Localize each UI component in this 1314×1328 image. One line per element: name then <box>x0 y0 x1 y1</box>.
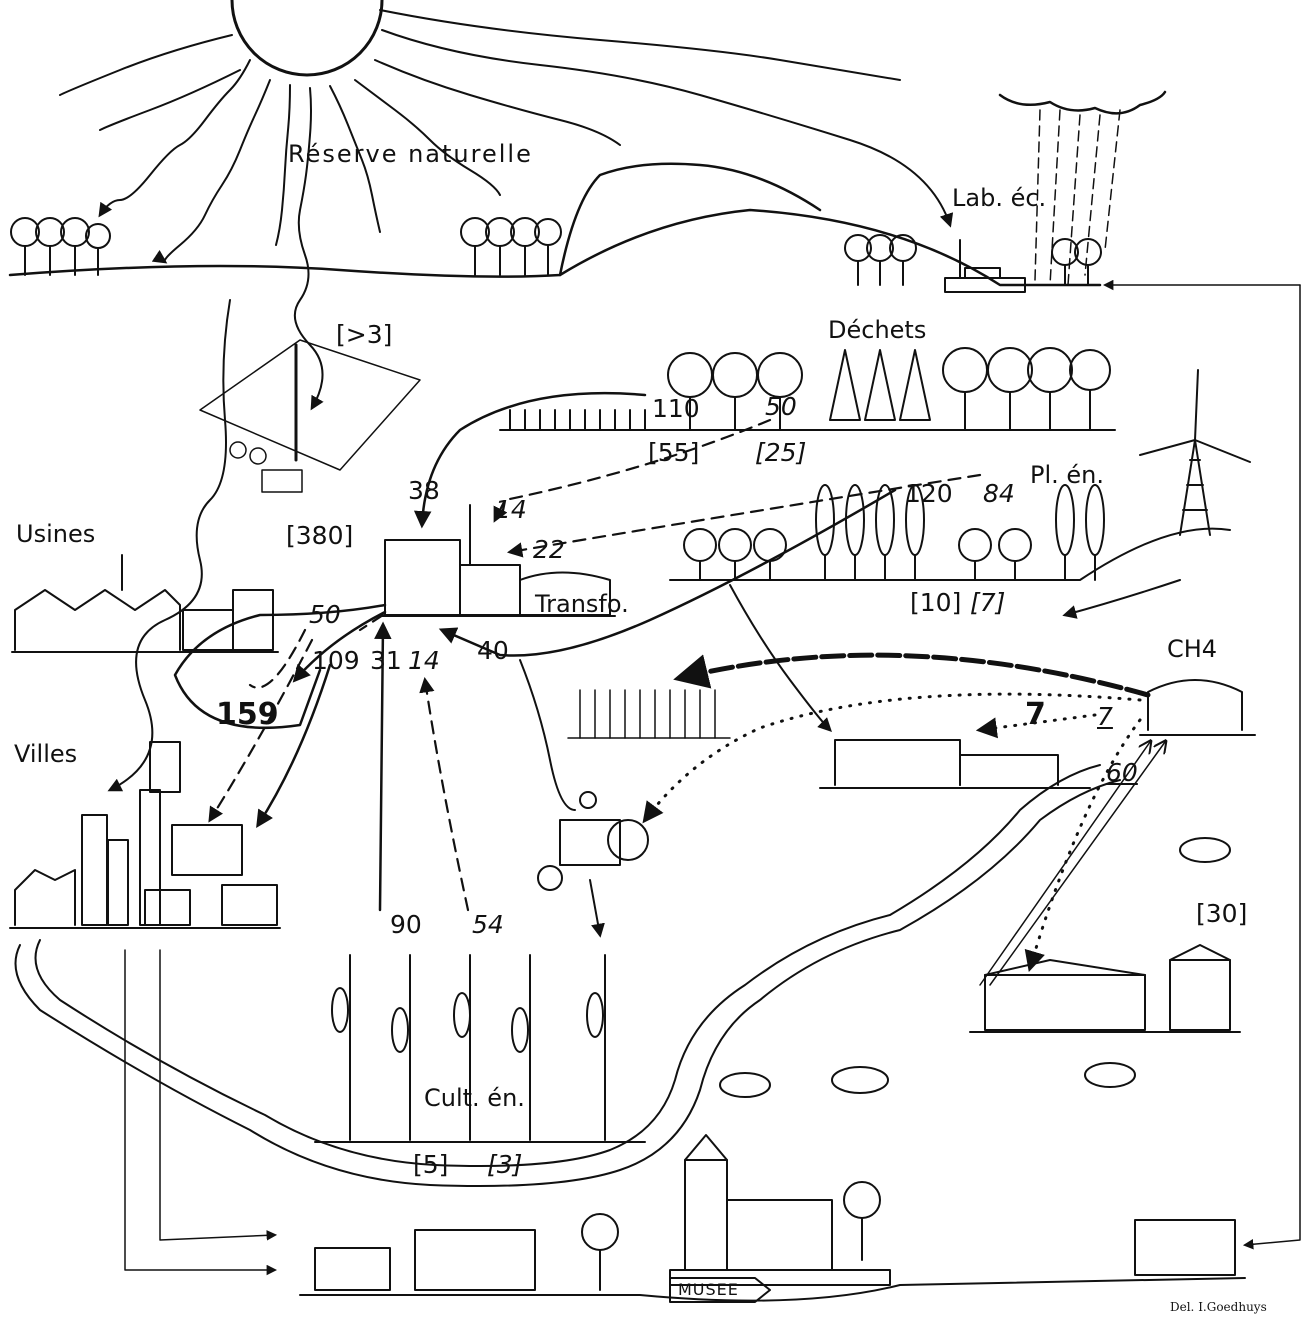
dechets-forest <box>499 347 1116 431</box>
trees-top-right <box>844 234 1102 286</box>
value-ch4-7a: 7 <box>1025 697 1046 732</box>
value-cult-bracket: [5] <box>413 1150 449 1179</box>
value-out-109: 109 <box>312 646 360 675</box>
value-out-31: 31 <box>370 646 402 675</box>
river <box>14 764 1121 1187</box>
value-ch4-60: 60 <box>1106 758 1138 787</box>
sun <box>230 0 384 77</box>
value-loop-159: 159 <box>216 697 279 732</box>
value-dechets-main: 110 <box>652 394 700 423</box>
cows <box>719 837 1231 1098</box>
energy-plantation <box>669 484 1231 581</box>
biogas-tank <box>1139 679 1256 736</box>
value-to-transfo-38: 38 <box>408 476 440 505</box>
value-usines-italic: 50 <box>309 600 341 629</box>
dashed-flow-arrows <box>208 418 982 912</box>
value-pl-en-main: 120 <box>905 479 953 508</box>
crop-row-top <box>567 689 731 739</box>
sun-rays <box>59 9 954 411</box>
value-dechets-bracket: [55] <box>648 438 700 467</box>
value-to-transfo-22: 22 <box>533 535 565 564</box>
factory-usines <box>11 554 279 653</box>
farmstead <box>969 944 1241 1033</box>
value-farm-bracket: [30] <box>1196 899 1248 928</box>
value-dechets-italic: 50 <box>765 392 797 421</box>
value-out-14: 14 <box>408 646 440 675</box>
return-zigzag <box>124 279 1301 1276</box>
value-cult-italic: 54 <box>472 910 504 939</box>
value-pl-en-bracket-italic: [7] <box>970 588 1006 617</box>
value-cult-main: 90 <box>390 910 422 939</box>
flow-arrows <box>173 391 1165 986</box>
cloud <box>998 90 1167 286</box>
value-dechets-bracket-italic: [25] <box>755 438 807 467</box>
barn <box>819 739 1091 789</box>
value-usines-bracket: [380] <box>286 521 354 550</box>
trees-top-left <box>10 217 111 276</box>
dotted-flow-arrows <box>642 692 1142 973</box>
city-villes <box>9 741 281 929</box>
value-pl-en-italic: 84 <box>983 479 1015 508</box>
value-pl-en-bracket: [10] <box>910 588 962 617</box>
label-reserve-naturelle: Réserve naturelle <box>288 140 533 168</box>
lab-station <box>944 239 1026 293</box>
value-to-transfo-14-top: 14 <box>495 495 527 524</box>
label-cult-en: Cult. én. <box>424 1084 525 1112</box>
value-solar-bracket: [>3] <box>336 320 393 349</box>
label-ch4: CH4 <box>1167 635 1218 663</box>
label-usines: Usines <box>16 520 96 548</box>
tractor <box>537 791 649 891</box>
value-cult-bracket-italic: [3] <box>487 1150 523 1179</box>
energy-crops <box>314 954 646 1143</box>
transfo-plant <box>379 504 616 617</box>
label-villes: Villes <box>14 740 78 768</box>
musee-sign <box>669 1277 771 1303</box>
credit: Del. I.Goedhuys <box>1170 1300 1267 1314</box>
label-dechets: Déchets <box>828 316 927 344</box>
label-musee: MUSEE <box>678 1280 739 1299</box>
solar-farm <box>199 339 421 493</box>
windmill <box>1139 369 1251 536</box>
label-lab-ec: Lab. éc. <box>952 184 1047 212</box>
horizon <box>8 162 1102 287</box>
wavy-flows <box>107 299 1181 938</box>
label-pl-en: Pl. én. <box>1030 461 1105 489</box>
label-transfo: Transfo. <box>535 590 629 618</box>
trees-top-middle <box>460 217 562 276</box>
value-ch4-7b: 7 <box>1097 702 1113 731</box>
value-out-40: 40 <box>477 636 509 665</box>
